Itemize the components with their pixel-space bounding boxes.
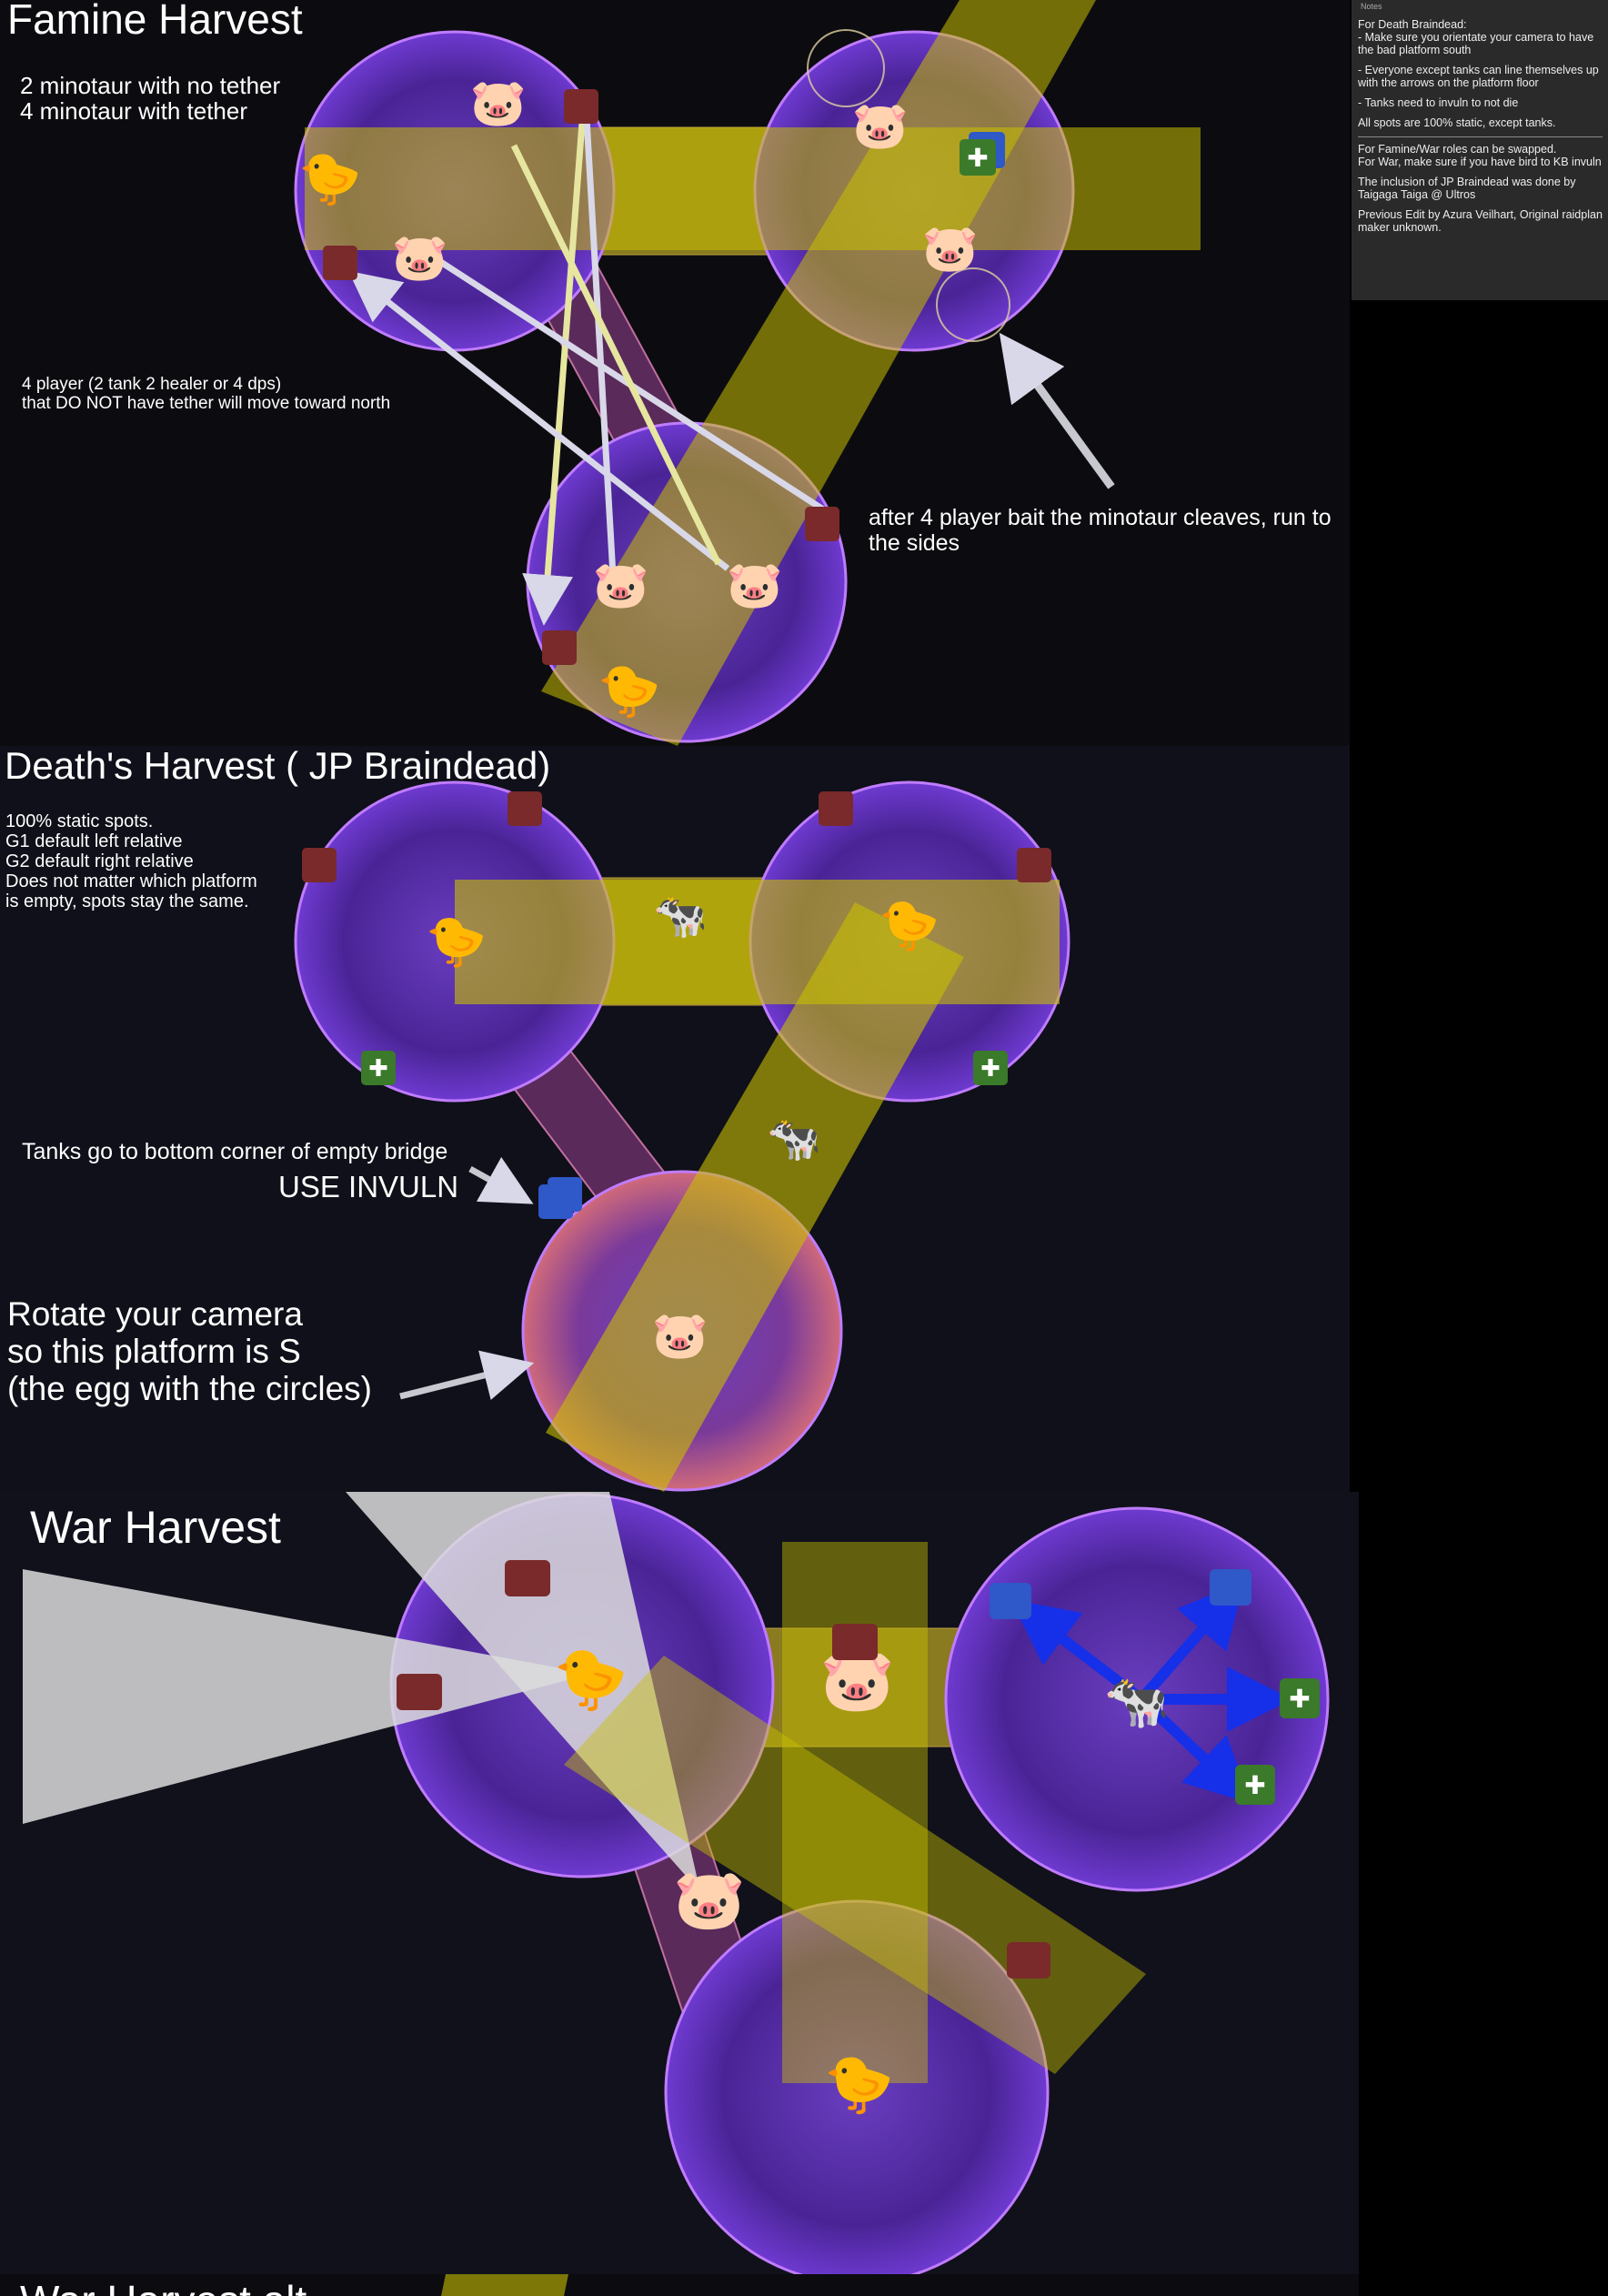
notes-paragraph: The inclusion of JP Braindead was done b… — [1358, 176, 1576, 201]
tank-role-icon — [548, 1177, 582, 1212]
healer-role-icon — [361, 1051, 396, 1085]
next-panel-cutoff: War Harvest alt — [0, 2274, 1359, 2296]
aoe-lane-horizontal — [455, 880, 1060, 1004]
chick-icon: 🐤 — [426, 914, 487, 969]
chick-icon: 🐤 — [554, 1645, 628, 1713]
healer-cross: ✚ — [980, 1054, 1000, 1082]
healer-role-icon — [973, 1051, 1008, 1085]
notes-panel: Notes For Death Braindead: - Make sure y… — [1352, 0, 1608, 300]
notes-paragraph: For Death Braindead: - Make sure you ori… — [1358, 18, 1594, 56]
notes-paragraph: - Tanks need to invuln to not die — [1358, 96, 1519, 109]
cow-icon: 🐄 — [653, 892, 708, 941]
move-arrow — [583, 117, 618, 592]
notes-paragraph: Previous Edit by Azura Veilhart, Origina… — [1358, 208, 1603, 234]
healer-cross: ✚ — [368, 1054, 388, 1082]
chick-icon: 🐤 — [298, 149, 362, 207]
war-harvest-panel: 🐤 🐷 🐷 🐄 🐤 ✚ ✚ War Harvest — [0, 1492, 1359, 2274]
war-title: War Harvest — [30, 1502, 281, 1553]
notes-paragraph: - Everyone except tanks can line themsel… — [1358, 64, 1599, 89]
war-arena: 🐤 🐷 🐷 🐄 🐤 ✚ ✚ — [23, 1492, 1330, 2274]
marker-circle — [936, 267, 1010, 342]
melee-dps-icon — [542, 630, 577, 665]
sides-note: after 4 player bait the minotaur cleaves… — [869, 505, 1332, 556]
famine-harvest-panel: 🐷 🐷 🐷 🐷 🐷 🐷 🐤 🐤 ✚ Famine Harvest 2 minot… — [0, 0, 1350, 746]
famine-title: Famine Harvest — [7, 0, 303, 43]
pointer-arrow — [999, 332, 1115, 489]
healer-cross: ✚ — [967, 144, 988, 172]
pig-icon: 🐷 — [852, 100, 909, 151]
healer-role-icon — [1235, 1765, 1275, 1805]
knockback-arrow — [1137, 1580, 1245, 1703]
melee-dps-icon — [1007, 1942, 1050, 1979]
aoe-lane-horizontal — [305, 127, 1201, 250]
notes-tab[interactable]: Notes — [1361, 2, 1382, 11]
aoe-lane-diagonal — [546, 902, 964, 1492]
cutoff-arena — [441, 2274, 568, 2296]
marker-circle — [807, 29, 885, 107]
minotaur-note: 2 minotaur with no tether 4 minotaur wit… — [20, 72, 281, 125]
aoe-lane-diagonal — [541, 0, 1096, 746]
move-arrow — [347, 270, 730, 571]
tank-role-icon — [1210, 1569, 1251, 1606]
melee-dps-icon — [323, 246, 357, 280]
cone-aoe — [23, 1569, 591, 1824]
pig-icon: 🐷 — [922, 223, 979, 274]
melee-dps-icon — [819, 791, 853, 826]
pig-icon: 🐷 — [470, 77, 527, 128]
knockback-arrow — [1137, 1695, 1252, 1804]
invuln-note: USE INVULN — [278, 1170, 459, 1203]
chick-icon: 🐤 — [824, 2053, 894, 2116]
pig-icon: 🐷 — [727, 559, 783, 610]
move-arrow — [510, 144, 722, 566]
camera-note: Rotate your camera so this platform is S… — [7, 1295, 373, 1407]
death-harvest-panel: 🐤 🐤 🐄 🐄 🐷 ✚ ✚ Death's Harvest ( JP Brain… — [0, 746, 1350, 1492]
pointer-arrow — [468, 1156, 534, 1204]
tank-role-icon — [990, 1583, 1031, 1619]
aoe-lane-diagonal — [564, 1656, 1146, 2074]
melee-dps-icon — [508, 791, 542, 826]
pointer-arrow — [399, 1350, 535, 1400]
chick-icon: 🐤 — [598, 661, 661, 720]
pig-icon: 🐷 — [593, 559, 649, 610]
notes-paragraph: All spots are 100% static, except tanks. — [1358, 116, 1556, 129]
north-note: 4 player (2 tank 2 healer or 4 dps) that… — [22, 375, 391, 413]
static-note: 100% static spots. G1 default left relat… — [5, 811, 257, 911]
death-title: Death's Harvest ( JP Braindead) — [5, 746, 551, 787]
healer-cross: ✚ — [1289, 1685, 1310, 1713]
famine-arena: 🐷 🐷 🐷 🐷 🐷 🐷 🐤 🐤 ✚ — [294, 0, 1201, 746]
healer-role-icon — [1280, 1678, 1320, 1718]
pig-icon: 🐷 — [652, 1310, 709, 1361]
tanks-note: Tanks go to bottom corner of empty bridg… — [22, 1139, 448, 1164]
notes-paragraph: For Famine/War roles can be swapped. For… — [1358, 143, 1602, 168]
move-arrow — [522, 122, 586, 626]
pig-icon: 🐷 — [673, 1867, 746, 1932]
cow-icon: 🐄 — [767, 1115, 821, 1163]
ranged-dps-icon — [564, 89, 598, 124]
cone-aoe — [346, 1492, 700, 1892]
ranged-dps-icon — [302, 848, 337, 882]
cow-icon: 🐄 — [1104, 1672, 1170, 1731]
healer-cross: ✚ — [1244, 1771, 1265, 1799]
notes-divider — [1358, 136, 1603, 137]
melee-dps-icon — [832, 1624, 878, 1660]
death-arena: 🐤 🐤 🐄 🐄 🐷 ✚ ✚ — [294, 780, 1070, 1492]
platform-s — [664, 1899, 1050, 2274]
ranged-dps-icon — [805, 507, 839, 541]
pig-icon: 🐷 — [392, 232, 448, 283]
ranged-dps-icon — [397, 1674, 442, 1710]
ranged-dps-icon — [1017, 848, 1051, 882]
chick-icon: 🐤 — [879, 898, 940, 952]
next-title: War Harvest alt — [20, 2276, 307, 2296]
knockback-arrow — [1010, 1599, 1145, 1704]
ranged-dps-icon — [505, 1560, 550, 1596]
healer-role-icon — [960, 139, 996, 176]
aoe-lane — [441, 2274, 568, 2296]
